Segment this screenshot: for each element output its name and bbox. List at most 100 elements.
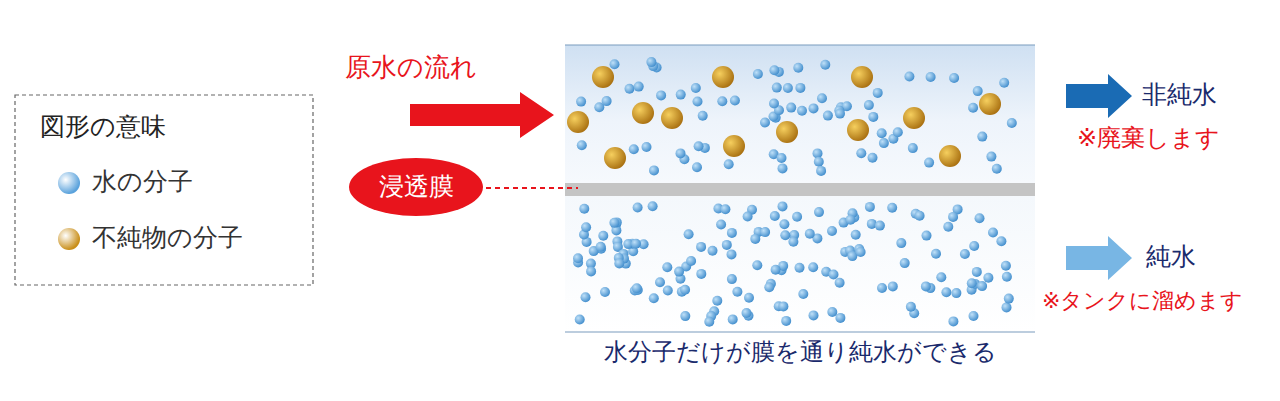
- water-molecule: [727, 249, 737, 259]
- water-molecule: [969, 311, 979, 321]
- water-molecule: [1002, 272, 1012, 282]
- molecules: [567, 57, 1017, 327]
- water-molecule: [948, 212, 958, 222]
- water-molecule: [708, 246, 718, 256]
- water-molecule: [598, 231, 608, 241]
- water-molecule: [908, 143, 918, 153]
- water-molecule: [684, 229, 694, 239]
- water-molecule: [769, 99, 779, 109]
- water-molecule: [676, 90, 686, 100]
- caption: 水分子だけが膜を通り純水ができる: [604, 338, 997, 367]
- water-molecule: [798, 289, 808, 299]
- water-molecule: [931, 249, 941, 259]
- water-molecule: [795, 263, 805, 273]
- impurity-molecule: [847, 119, 869, 141]
- membrane: [565, 183, 1035, 196]
- water-molecule: [609, 218, 619, 228]
- water-molecule: [1004, 294, 1014, 304]
- water-molecule: [823, 111, 833, 121]
- water-molecule: [851, 230, 861, 240]
- water-molecule: [717, 96, 727, 106]
- water-molecule: [581, 222, 591, 232]
- water-molecule: [983, 273, 993, 283]
- water-molecule: [948, 316, 958, 326]
- water-molecule: [696, 269, 706, 279]
- leader-line: [486, 187, 578, 189]
- water-molecule: [868, 153, 878, 163]
- impurity-molecule: [776, 121, 798, 143]
- water-molecule: [896, 238, 906, 248]
- water-molecule: [629, 144, 639, 154]
- water-molecule: [949, 73, 959, 83]
- water-molecule: [986, 152, 996, 162]
- water-molecule: [808, 262, 818, 272]
- water-molecule: [988, 228, 998, 238]
- membrane-callout: 浸透膜: [349, 158, 483, 216]
- water-molecule: [809, 103, 819, 113]
- water-molecule: [596, 242, 606, 252]
- water-molecule: [865, 202, 875, 212]
- node-label: 浸透膜: [379, 172, 454, 202]
- water-molecule: [788, 237, 798, 247]
- water-molecule: [692, 162, 702, 172]
- water-molecule: [1001, 261, 1011, 271]
- water-molecule: [893, 127, 903, 137]
- legend-text: 不純物の分子: [92, 223, 243, 253]
- water-molecule: [926, 72, 936, 82]
- impurity-molecule: [903, 107, 925, 129]
- water-molecule: [1002, 302, 1012, 312]
- water-molecule: [691, 83, 701, 93]
- water-molecule: [712, 296, 722, 306]
- water-molecule: [835, 313, 845, 323]
- water-molecule: [581, 292, 591, 302]
- water-molecule: [633, 203, 643, 213]
- water-molecule: [728, 314, 738, 324]
- water-molecule: [816, 166, 826, 176]
- water-molecule: [888, 281, 898, 291]
- water-molecule: [662, 262, 672, 272]
- legend-title: 図形の意味: [40, 112, 166, 142]
- chamber-top: [565, 44, 1035, 45]
- water-molecule: [975, 213, 985, 223]
- water-molecule: [579, 204, 589, 214]
- water-molecule: [814, 157, 824, 167]
- water-molecule: [797, 106, 807, 116]
- water-molecule: [856, 148, 866, 158]
- water-molecule: [586, 266, 596, 276]
- water-molecule: [805, 229, 815, 239]
- impurity-molecule: [723, 135, 745, 157]
- water-molecule: [686, 256, 696, 266]
- water-molecule: [820, 60, 830, 70]
- water-molecule: [610, 59, 620, 69]
- water-molecule: [877, 283, 887, 293]
- water-molecule: [680, 285, 690, 295]
- water-molecule: [760, 227, 770, 237]
- water-molecule: [868, 112, 878, 122]
- pure-note: ※タンクに溜めます: [1042, 288, 1243, 314]
- water-molecule: [760, 118, 770, 128]
- water-molecule: [792, 212, 802, 222]
- reject-label: 非純水: [1142, 80, 1217, 110]
- water-molecule: [781, 316, 791, 326]
- water-molecule: [915, 211, 925, 221]
- water-molecule: [648, 201, 658, 211]
- water-molecule: [646, 57, 656, 67]
- pure-water-zone: [565, 196, 1035, 332]
- raw-water-zone: [565, 45, 1035, 183]
- impurity-molecule: [592, 66, 614, 88]
- water-molecule: [663, 286, 673, 296]
- pure-arrow: [1066, 236, 1132, 280]
- water-molecule: [722, 240, 732, 250]
- water-molecule: [973, 86, 983, 96]
- water-molecule: [680, 311, 690, 321]
- water-molecule: [780, 230, 790, 240]
- water-molecule: [625, 84, 635, 94]
- water-molecule: [642, 142, 652, 152]
- water-molecule: [951, 288, 961, 298]
- water-molecule: [960, 249, 970, 259]
- water-molecule: [656, 90, 666, 100]
- water-molecule: [809, 310, 819, 320]
- water-molecule: [1007, 118, 1017, 128]
- water-molecule: [922, 231, 932, 241]
- water-molecule: [778, 201, 788, 211]
